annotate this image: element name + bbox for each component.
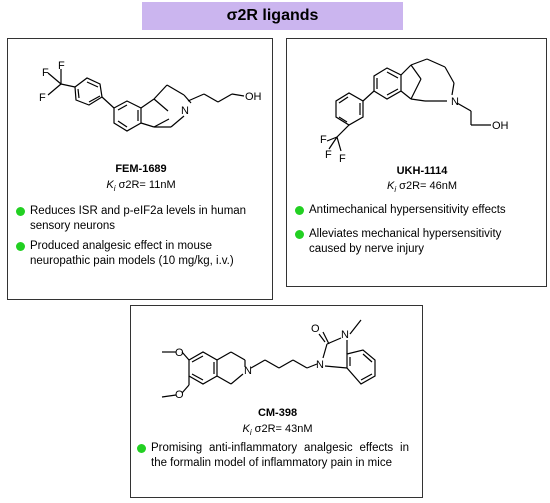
fluorine-label: F [58,60,65,72]
hydroxyl-label: OH [492,120,509,132]
fluorine-label: F [339,153,346,165]
oxygen-label: O [175,389,184,401]
fluorine-label: F [320,134,327,146]
nitrogen-label: N [341,329,349,341]
nitrogen-label: N [451,96,459,108]
bullet-dot [16,242,25,251]
ki-value: Ki σ2R= 43nM [242,423,313,438]
fluorine-label: F [39,92,46,104]
compound-card-fem-1689: F F F N OH FEM-1689 Ki σ2R= 11nM Reduces… [7,38,273,300]
bullet-dot [295,230,304,239]
nitrogen-label: N [244,365,252,377]
fluorine-label: F [325,149,332,161]
bullet-dot [137,444,146,453]
page-title: σ2R ligands [226,7,319,24]
compound-name: UKH-1114 [396,165,448,177]
fluorine-label: F [42,67,49,79]
compound-name: CM-398 [257,407,298,419]
ki-value: Ki σ2R= 11nM [106,179,176,194]
nitrogen-label: N [316,359,324,371]
compound-card-cm-398: O O N N N O CM-398 Ki σ2R= 43nM Promisin… [130,305,423,498]
list-item: Alleviates mechanical hypersensitivity c… [295,227,535,256]
ki-value: Ki σ2R= 46nM [386,180,458,195]
compound-card-ukh-1114: N OH F F F UKH-1114 Ki σ2R= 46nM Antimec… [286,38,547,287]
list-item: Reduces ISR and p-eIF2a levels in human … [16,204,256,233]
hydroxyl-label: OH [245,91,262,103]
title-banner: σ2R ligands [142,2,403,30]
list-item: Produced analgesic effect in mouse neuro… [16,239,266,268]
bullet-dot [16,207,25,216]
nitrogen-label: N [181,105,189,117]
bullet-dot [295,206,304,215]
list-item: Promising anti-inflammatory analgesic ef… [137,441,409,470]
oxygen-label: O [175,347,184,359]
oxygen-label: O [311,323,320,335]
fem-1689-structure: F F F N OH [39,60,262,132]
ukh-1114-structure: N OH F F F [320,58,509,165]
list-item: Antimechanical hypersensitivity effects [295,203,540,218]
compound-name: FEM-1689 [115,163,167,175]
cm-398-structure: O O N N N O [161,319,376,401]
